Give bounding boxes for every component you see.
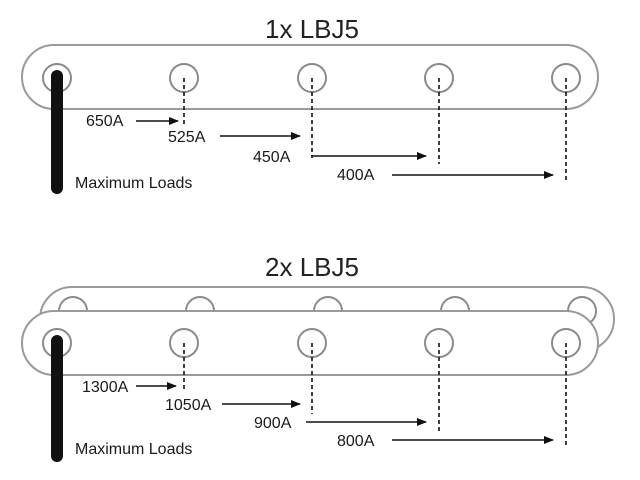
panel-1x-lbj5: 1x LBJ5 650A 525A 450A 400A Maximum Load… xyxy=(21,14,599,194)
load-label: 900A xyxy=(254,415,292,432)
load-label: 1300A xyxy=(82,379,129,396)
load-label: 1050A xyxy=(165,397,212,414)
panel-2x-lbj5: 2x LBJ5 1300A 1050A 900A 800A Maximum Lo… xyxy=(21,252,615,462)
maximum-loads-note: Maximum Loads xyxy=(75,175,192,192)
panel-title: 2x LBJ5 xyxy=(265,252,359,282)
load-label: 450A xyxy=(253,149,291,166)
load-label: 400A xyxy=(337,167,375,184)
maximum-loads-note: Maximum Loads xyxy=(75,441,192,458)
load-label: 650A xyxy=(86,113,124,130)
panel-title: 1x LBJ5 xyxy=(265,14,359,44)
load-label: 525A xyxy=(168,129,206,146)
load-label: 800A xyxy=(337,433,375,450)
